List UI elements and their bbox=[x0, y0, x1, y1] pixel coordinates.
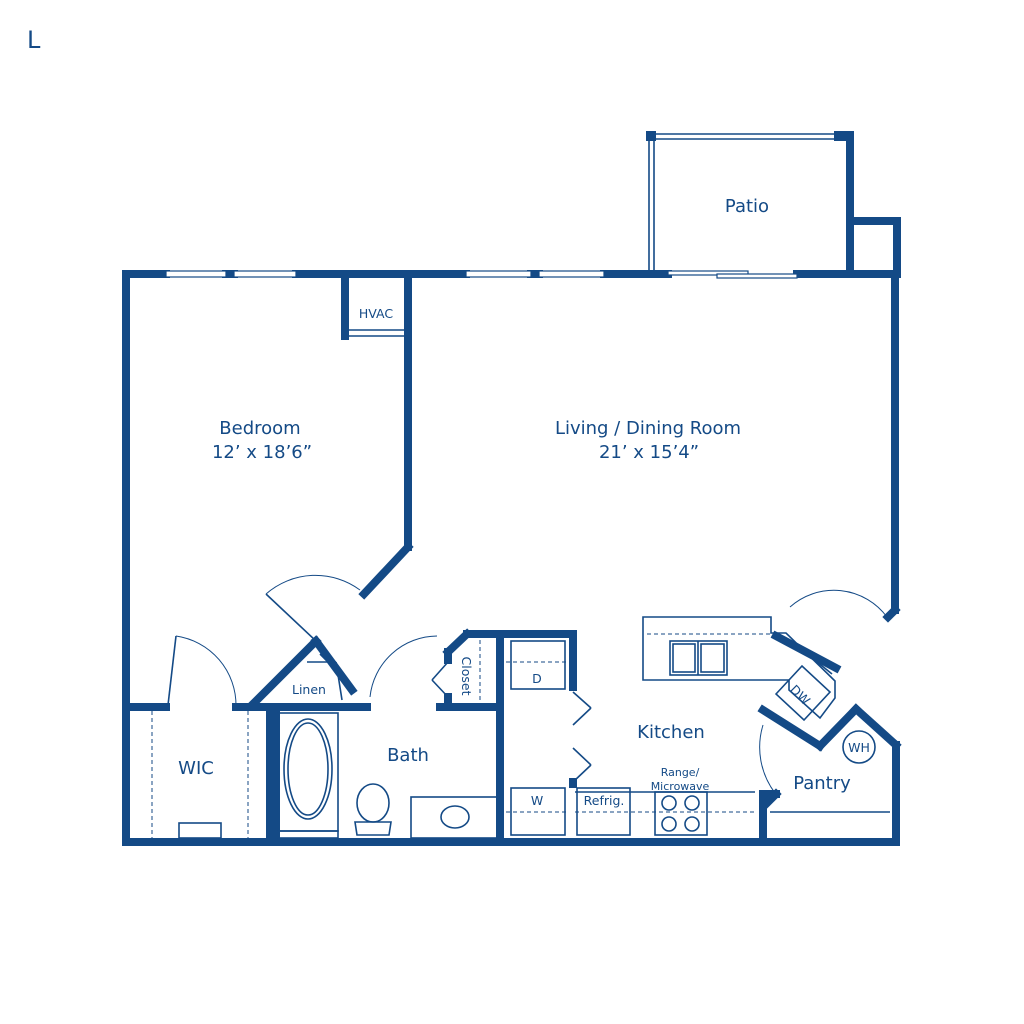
living-dining-dims: 21’ x 15’4” bbox=[599, 442, 699, 463]
living-windows bbox=[465, 270, 605, 278]
range-label-line1: Range/ bbox=[661, 766, 700, 779]
outer-walls bbox=[122, 270, 902, 846]
pantry-label: Pantry bbox=[793, 773, 851, 794]
refrigerator-label: Refrig. bbox=[584, 793, 625, 808]
linen-bath-walls bbox=[127, 635, 438, 711]
patio-label: Patio bbox=[725, 196, 769, 217]
dishwasher-label: DW bbox=[787, 682, 813, 708]
bedroom-dims: 12’ x 18’6” bbox=[212, 442, 312, 463]
living-dining-label: Living / Dining Room bbox=[555, 418, 741, 439]
hvac-label: HVAC bbox=[359, 306, 393, 321]
kitchen bbox=[575, 589, 888, 836]
patio-sliding-door bbox=[667, 270, 798, 279]
linen-label: Linen bbox=[292, 682, 326, 697]
bedroom-label: Bedroom bbox=[219, 418, 300, 439]
closet bbox=[431, 628, 504, 846]
range-label-line2: Microwave bbox=[651, 780, 710, 793]
laundry bbox=[496, 630, 592, 836]
dryer-label: D bbox=[532, 671, 542, 686]
bath-label: Bath bbox=[387, 745, 429, 766]
labels: Bedroom 12’ x 18’6” Living / Dining Room… bbox=[178, 196, 870, 808]
washer-label: W bbox=[531, 793, 543, 808]
hvac-closet bbox=[341, 270, 408, 340]
wic bbox=[151, 635, 274, 846]
bedroom-living-wall bbox=[265, 270, 414, 642]
kitchen-label: Kitchen bbox=[637, 722, 705, 743]
plan-code: L bbox=[27, 26, 41, 54]
closet-label: Closet bbox=[459, 657, 474, 696]
bedroom-windows bbox=[165, 270, 297, 278]
patio bbox=[646, 131, 901, 278]
bath-fixtures bbox=[272, 708, 502, 842]
pantry bbox=[757, 703, 890, 846]
water-heater-label: WH bbox=[848, 740, 870, 755]
wic-label: WIC bbox=[178, 758, 214, 779]
